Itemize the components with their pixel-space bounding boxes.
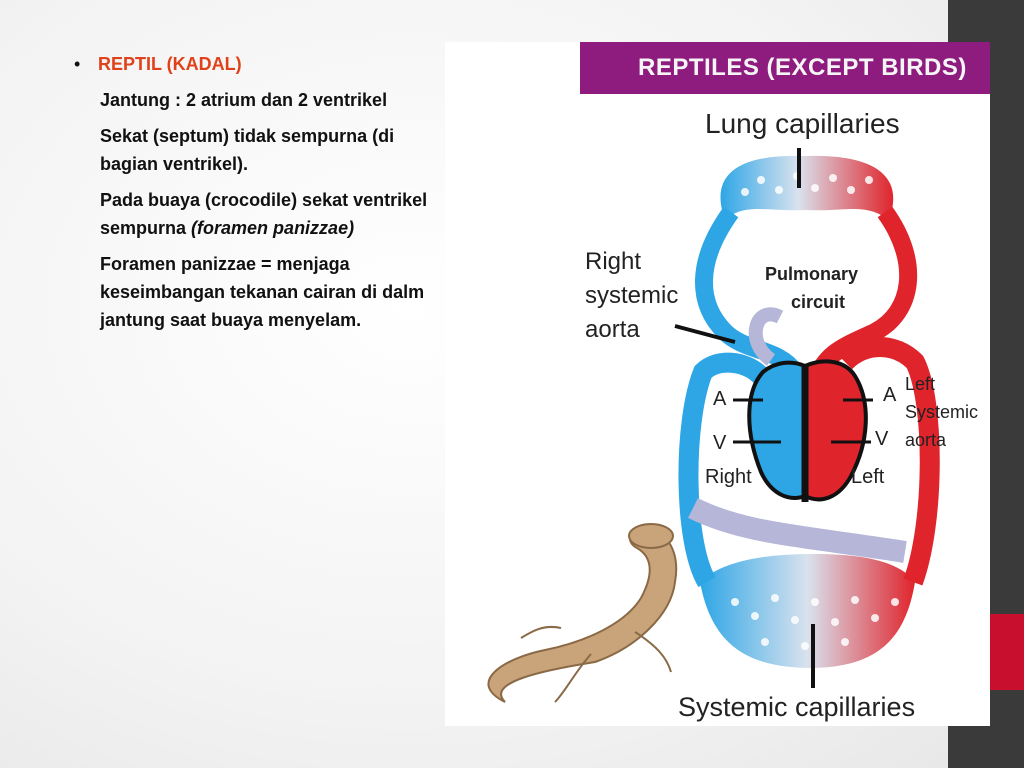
heart-left-side (803, 359, 868, 502)
label-right-aorta-3: aorta (585, 316, 640, 343)
slide-text-block: • REPTIL (KADAL) Jantung : 2 atrium dan … (74, 50, 454, 334)
label-right-side: Right (705, 466, 752, 488)
crocodile-italic-text: (foramen panizzae) (191, 218, 355, 238)
label-left-aorta-3: aorta (905, 430, 947, 450)
arterial-left-vessel (837, 337, 940, 586)
label-left-aorta-2: Systemic (905, 402, 979, 422)
label-circuit: circuit (791, 292, 846, 312)
pulmonary-artery-loop (695, 206, 803, 378)
label-lung-capillaries: Lung capillaries (705, 108, 900, 139)
circulation-diagram: REPTILES (EXCEPT BIRDS) (445, 42, 990, 726)
label-left-atrium: A (883, 384, 897, 406)
label-right-aorta-2: systemic (585, 282, 679, 309)
aorta-pointer-line (674, 324, 736, 344)
label-right-ventricle: V (713, 432, 727, 454)
lizard-illustration (487, 523, 678, 703)
slide-heading: REPTIL (KADAL) (98, 54, 242, 74)
diagram-title-banner: REPTILES (EXCEPT BIRDS) (580, 42, 990, 94)
mixed-aorta-vessel (688, 498, 907, 563)
label-systemic-capillaries: Systemic capillaries (678, 692, 916, 722)
paragraph-crocodile: Pada buaya (crocodile) sekat ventrikel s… (100, 186, 454, 242)
slide-accent-bar (990, 614, 1024, 690)
heart-right-side (747, 360, 807, 500)
diagram-title: REPTILES (EXCEPT BIRDS) (638, 54, 967, 81)
pulmonary-vein-loop (806, 206, 918, 386)
bullet-item: • REPTIL (KADAL) (74, 50, 454, 78)
label-left-aorta-1: Left (905, 374, 936, 394)
label-right-atrium: A (713, 388, 727, 410)
label-left-side: Left (851, 466, 885, 488)
paragraph-heart: Jantung : 2 atrium dan 2 ventrikel (100, 90, 388, 110)
circulation-svg (487, 148, 940, 703)
paragraph-septum: Sekat (septum) tidak sempurna (di bagian… (100, 126, 395, 174)
crocodile-text: Pada buaya (crocodile) sekat ventrikel s… (100, 190, 428, 238)
lung-capillary-bed (720, 155, 894, 220)
paragraph-foramen: Foramen panizzae = menjaga keseimbangan … (100, 254, 425, 330)
right-systemic-aorta-vessel (748, 307, 784, 366)
label-left-ventricle: V (875, 428, 889, 450)
venous-return-vessel (678, 352, 769, 588)
bullet-dot-icon: • (74, 54, 81, 74)
label-pulmonary: Pulmonary (765, 264, 859, 284)
systemic-capillary-bed (700, 554, 915, 668)
label-right-aorta-1: Right (585, 248, 642, 275)
